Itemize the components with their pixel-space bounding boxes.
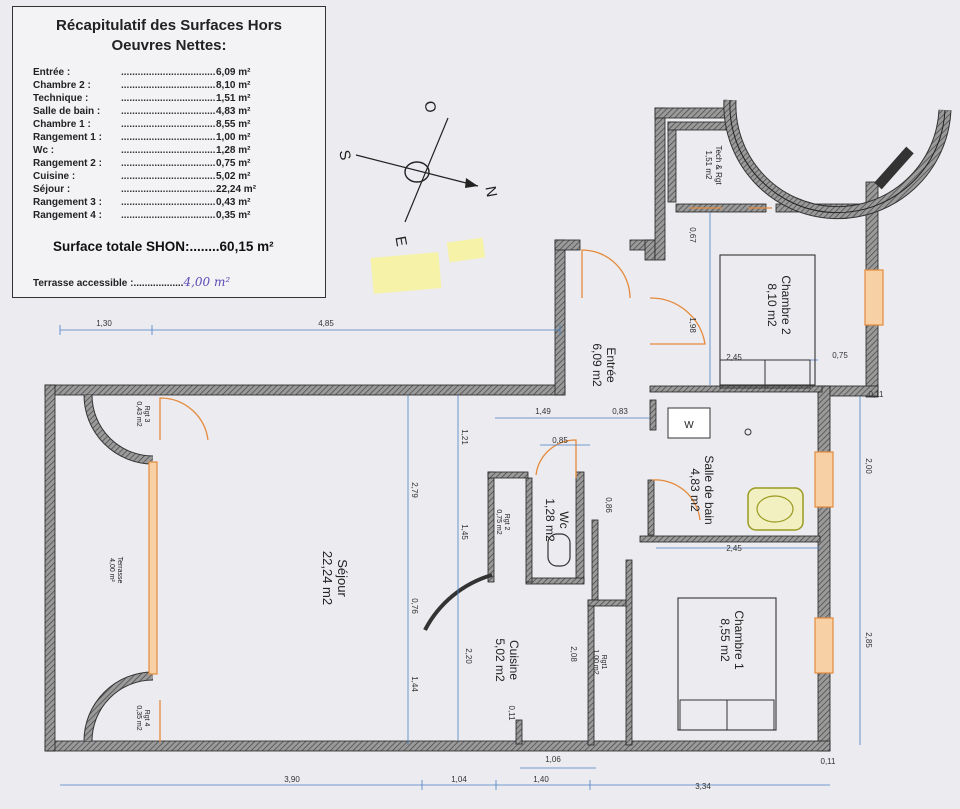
summary-total: Surface totale SHON:........60,15 m² <box>53 239 274 254</box>
dim-label: 3,34 <box>695 782 711 791</box>
summary-terrace: Terrasse accessible :..................4… <box>33 275 231 289</box>
washer-label: W <box>684 420 694 431</box>
summary-title-line2: Oeuvres Nettes: <box>111 37 227 54</box>
room-wc-name: Wc <box>557 511 571 528</box>
room-chambre1-area: 8,55 m2 <box>718 618 732 662</box>
room-rgt1-name: Rgt1 <box>600 655 607 670</box>
dim-label: 1,98 <box>688 317 697 333</box>
dim-label: 2,08 <box>569 646 578 662</box>
room-terrasse-area: 4,00 m² <box>108 558 115 582</box>
dim-label: 2,20 <box>464 648 473 664</box>
compass-west: O <box>420 100 439 114</box>
toilet-icon <box>547 533 571 567</box>
summary-row: Séjour :................................… <box>33 184 257 195</box>
sink-icon <box>747 487 804 531</box>
summary-row: Technique :.............................… <box>33 93 251 104</box>
dim-label: 0,85 <box>552 436 568 445</box>
dim-label: 0,11 <box>869 390 885 399</box>
room-cuisine-area: 5,02 m2 <box>493 638 507 682</box>
dim-label: 4,85 <box>318 319 334 328</box>
dim-label: 1,45 <box>460 524 469 540</box>
washer-box <box>667 407 711 439</box>
room-entree-name: Entrée <box>604 347 618 383</box>
dimension-labels: 1,30 4,85 3,90 1,04 1,40 3,34 1,49 0,83 … <box>96 227 884 791</box>
room-chambre2-name: Chambre 2 <box>779 275 793 335</box>
dim-label: 2,79 <box>410 482 419 498</box>
room-rgt4-area: 0,35 m2 <box>135 705 142 730</box>
summary-row: Rangement 2 :...........................… <box>33 158 251 169</box>
dim-label: 0,11 <box>821 757 837 766</box>
room-tech-name: Tech & Rgt <box>714 145 723 185</box>
summary-row: Entrée :................................… <box>33 67 251 78</box>
sticky-notes <box>370 237 486 294</box>
room-entree-area: 6,09 m2 <box>590 343 604 387</box>
compass-south: S <box>335 149 353 162</box>
dim-label: 1,04 <box>451 775 467 784</box>
room-sdb-area: 4,83 m2 <box>688 468 702 512</box>
dim-label: 1,21 <box>460 429 469 445</box>
dim-label: 0,83 <box>612 407 628 416</box>
summary-row: Chambre 2 :.............................… <box>33 80 251 91</box>
dim-label: 2,85 <box>864 632 873 648</box>
dim-label: 0,67 <box>688 227 697 243</box>
summary-row: Chambre 1 :.............................… <box>33 119 251 130</box>
dim-label: 0,86 <box>604 497 613 513</box>
room-chambre2-area: 8,10 m2 <box>765 283 779 327</box>
summary-title-line1: Récapitulatif des Surfaces Hors <box>56 17 282 34</box>
room-cuisine-name: Cuisine <box>507 640 521 680</box>
dim-label: 0,75 <box>832 351 848 360</box>
summary-row: Salle de bain :.........................… <box>33 106 251 117</box>
summary-row: Rangement 4 :...........................… <box>33 210 251 221</box>
room-sejour-name: Séjour <box>335 559 350 597</box>
room-tech-area: 1,51 m2 <box>704 151 713 180</box>
dim-label: 0,11 <box>507 706 516 722</box>
dim-label: 2,00 <box>864 458 873 474</box>
dim-label: 2,45 <box>726 353 742 362</box>
room-rgt3-name: Rgt 3 <box>143 406 150 423</box>
dim-label: 0,76 <box>410 598 419 614</box>
dim-label: 1,06 <box>545 755 561 764</box>
room-chambre1-name: Chambre 1 <box>732 610 746 670</box>
room-terrasse-name: Terrasse <box>116 557 123 584</box>
rounded-walls <box>83 99 952 742</box>
windows <box>148 269 884 675</box>
room-rgt3-area: 0,43 m2 <box>135 401 142 426</box>
compass-east: E <box>391 235 409 248</box>
compass-north: N <box>481 185 500 199</box>
summary-row: Cuisine :...............................… <box>33 171 251 182</box>
room-rgt2-name: Rgt 2 <box>503 514 510 531</box>
room-rgt4-name: Rgt 4 <box>143 710 150 727</box>
fixtures: W <box>547 254 816 731</box>
room-sdb-name: Salle de bain <box>702 455 716 524</box>
dim-label: 1,44 <box>410 676 419 692</box>
compass-rose: N S E O <box>335 100 500 248</box>
summary-row: Rangement 3 :...........................… <box>33 197 251 208</box>
doors <box>159 207 772 742</box>
dim-label: 1,40 <box>533 775 549 784</box>
room-rgt2-area: 0,75 m2 <box>495 509 502 534</box>
room-rgt1-area: 1,00 m2 <box>592 649 599 674</box>
dim-label: 3,90 <box>284 775 300 784</box>
dim-label: 1,30 <box>96 319 112 328</box>
room-sejour-area: 22,24 m2 <box>320 551 335 605</box>
room-wc-area: 1,28 m2 <box>543 498 557 542</box>
surface-summary-box: Récapitulatif des Surfaces Hors Oeuvres … <box>12 6 326 298</box>
bed-chambre2 <box>719 254 816 386</box>
summary-row: Rangement 1 :...........................… <box>33 132 251 143</box>
dimension-lines <box>59 212 861 790</box>
dim-label: 2,45 <box>726 544 742 553</box>
summary-row: Wc :....................................… <box>33 145 251 156</box>
dim-label: 1,49 <box>535 407 551 416</box>
